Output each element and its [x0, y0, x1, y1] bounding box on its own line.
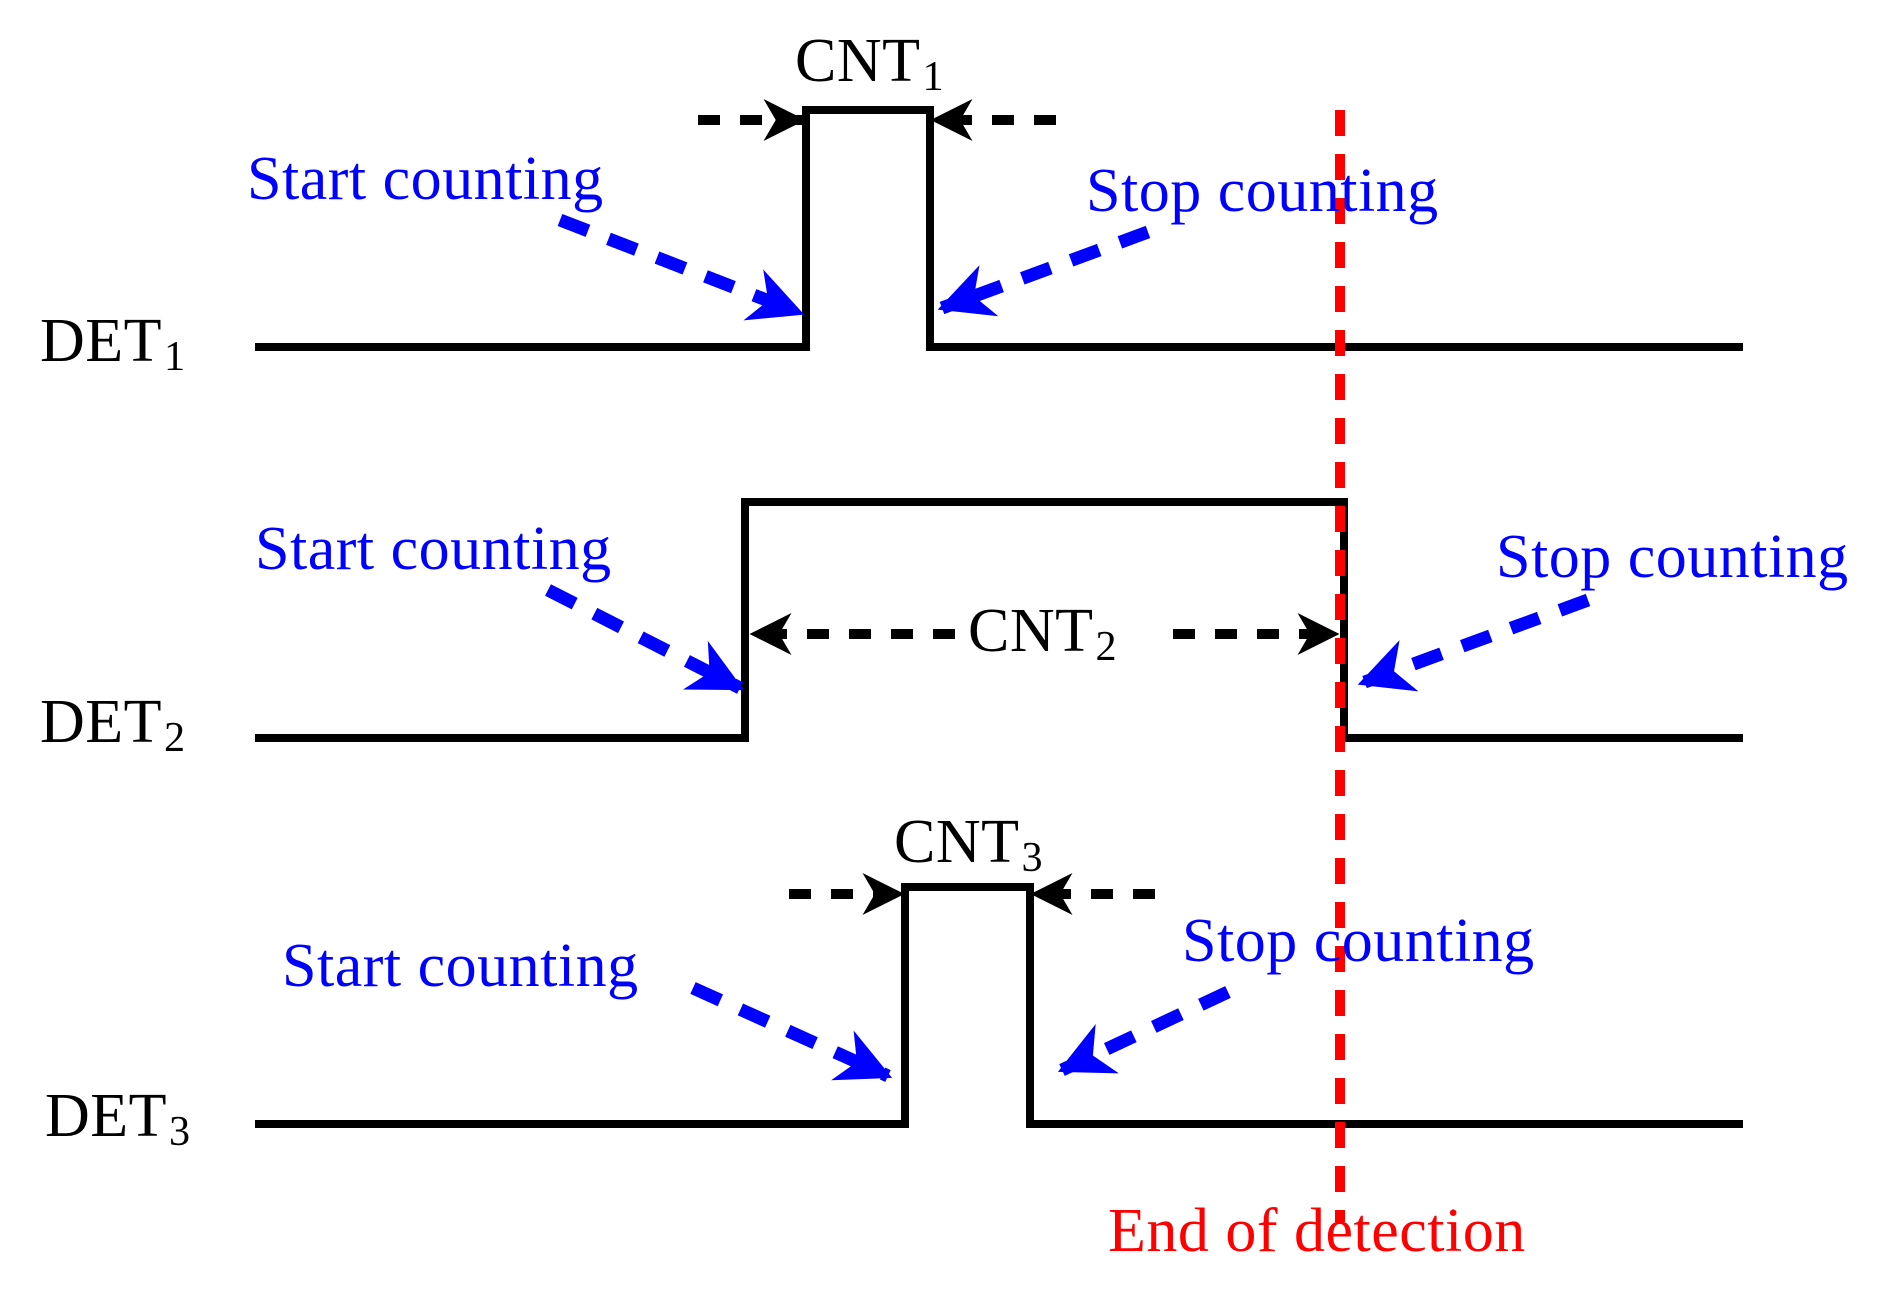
det3-label: DET3	[45, 1082, 191, 1156]
stop-counting-label-1: Stop counting	[1086, 157, 1439, 225]
stop-counting-arrow-3	[1057, 986, 1231, 1076]
cnt1-label: CNT1	[795, 27, 945, 101]
det1-signal-trace	[255, 106, 1743, 351]
stop-counting-label-3: Stop counting	[1182, 907, 1535, 975]
cnt2-label: CNT2	[968, 597, 1118, 671]
stop-counting-arrow-1	[937, 225, 1151, 317]
det2-label: DET2	[40, 688, 186, 762]
det1-label: DET1	[40, 307, 186, 381]
det3-signal-trace	[255, 883, 1743, 1128]
end-of-detection-label: End of detection	[1108, 1197, 1526, 1265]
start-counting-arrow-2	[545, 584, 745, 694]
stop-counting-arrow-2	[1357, 593, 1591, 692]
stop-counting-label-2: Stop counting	[1496, 523, 1849, 591]
det2-signal-trace	[255, 498, 1743, 742]
cnt3-label: CNT3	[894, 808, 1044, 882]
start-counting-label-1: Start counting	[247, 145, 604, 213]
start-counting-arrow-1	[557, 213, 805, 321]
start-counting-label-2: Start counting	[255, 515, 612, 583]
start-counting-label-3: Start counting	[282, 932, 639, 1000]
start-counting-arrow-3	[690, 982, 893, 1082]
